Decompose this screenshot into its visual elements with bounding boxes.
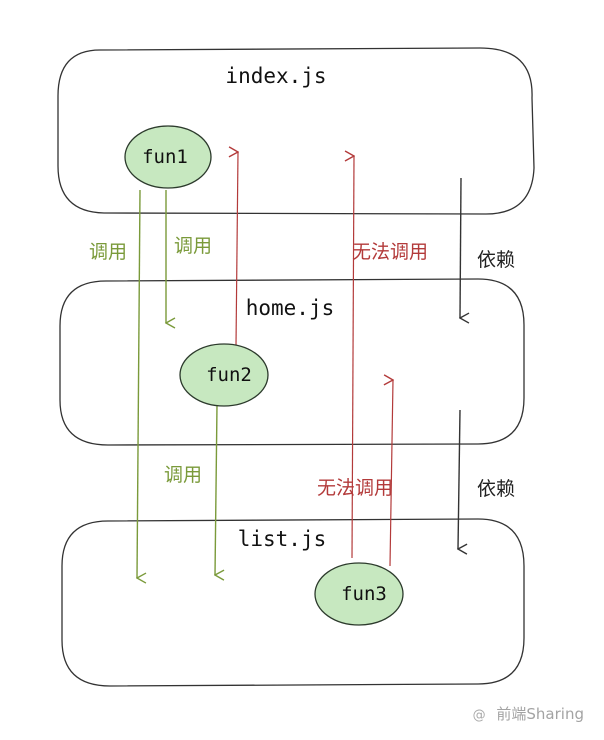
module-box-index-outline	[57, 47, 535, 215]
call-label-top: 调用	[174, 235, 212, 257]
watermark-at-icon: @	[472, 708, 486, 723]
depends-arrow-index-to-home	[460, 177, 461, 318]
watermark: @ 前端Sharing	[473, 703, 584, 724]
module-box-home-outline	[59, 278, 525, 446]
depends-label-bottom: 依赖	[477, 478, 515, 500]
function-node-fun1-label: fun1	[142, 146, 188, 168]
function-node-fun2: fun2	[179, 343, 269, 407]
module-box-home	[59, 278, 525, 446]
function-node-fun1: fun1	[124, 125, 212, 189]
cannot-call-label-bottom: 无法调用	[317, 477, 393, 499]
cannot-call-arrow-fun3-to-index	[352, 156, 354, 559]
module-title-list: list.js	[238, 527, 327, 551]
cannot-call-label-top: 无法调用	[352, 241, 428, 263]
cannot-call-arrow-fun2-to-index	[236, 152, 238, 347]
cannot-call-arrow-fun3-to-home	[390, 380, 393, 567]
function-node-fun2-shape	[179, 343, 269, 407]
call-arrow-fun1-to-list	[137, 189, 140, 578]
module-title-index: index.js	[225, 64, 326, 88]
module-title-home: home.js	[246, 296, 335, 320]
function-node-fun2-label: fun2	[206, 364, 252, 386]
module-box-index	[57, 47, 535, 215]
call-label-left: 调用	[89, 241, 127, 263]
module-box-list-outline	[61, 518, 525, 687]
watermark-text: 前端Sharing	[496, 705, 584, 723]
module-box-list	[61, 518, 525, 687]
function-node-fun1-shape	[124, 125, 212, 189]
function-node-fun3-shape	[314, 562, 404, 626]
function-node-fun3-label: fun3	[341, 583, 387, 605]
depends-label-top: 依赖	[477, 249, 515, 271]
call-label-mid: 调用	[164, 464, 202, 486]
function-node-fun3: fun3	[314, 562, 404, 626]
depends-arrow-home-to-list	[458, 409, 460, 549]
call-arrow-fun2-to-list	[215, 404, 217, 575]
